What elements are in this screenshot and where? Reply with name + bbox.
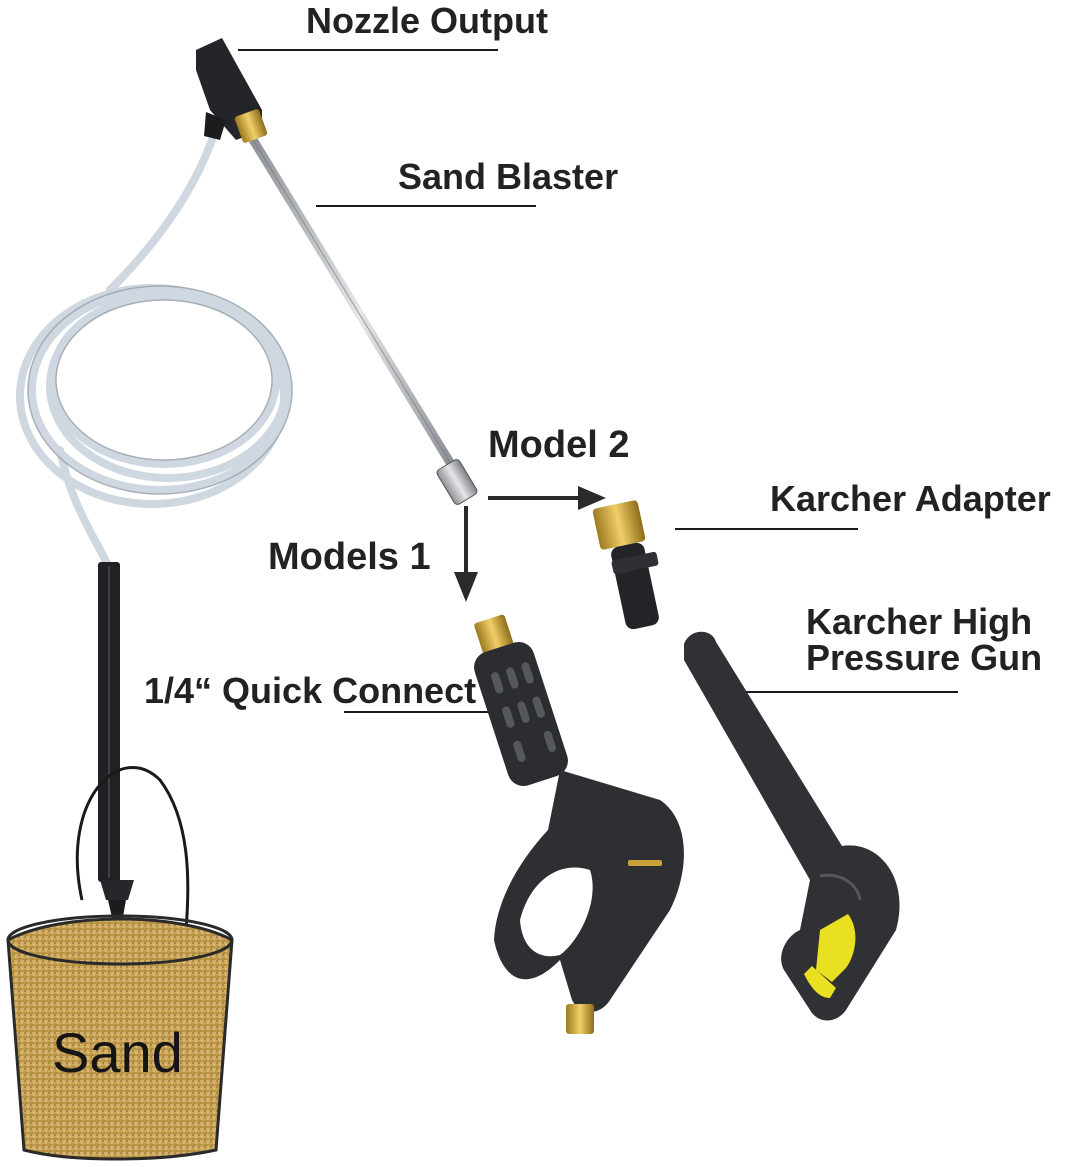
sand-bucket	[6, 766, 234, 1161]
sand-blaster-wand	[247, 133, 478, 505]
karcher-gun-label-line2: Pressure Gun	[806, 637, 1043, 678]
sand-probe	[98, 562, 134, 944]
karcher-adapter	[592, 500, 659, 630]
sand-label: Sand	[52, 1021, 183, 1084]
model-2-label: Model 2	[488, 424, 630, 466]
karcher-gun-label-line1: Karcher High	[806, 601, 1033, 642]
karcher-gun-label: Karcher High Pressure Gun	[806, 604, 1042, 676]
model-1-spray-gun	[474, 614, 684, 1034]
models-1-label: Models 1	[268, 536, 431, 578]
models-1-arrow	[454, 506, 478, 602]
siphon-hose-highlight	[27, 285, 293, 495]
nozzle-head	[196, 38, 268, 143]
karcher-high-pressure-gun	[684, 631, 900, 1021]
quick-connect-label: 1/4“ Quick Connect	[144, 670, 477, 711]
sand-blaster-label: Sand Blaster	[398, 156, 619, 197]
nozzle-output-label: Nozzle Output	[306, 0, 548, 41]
model-2-arrow	[488, 486, 606, 510]
siphon-hose	[16, 136, 292, 569]
karcher-adapter-label: Karcher Adapter	[770, 478, 1051, 519]
